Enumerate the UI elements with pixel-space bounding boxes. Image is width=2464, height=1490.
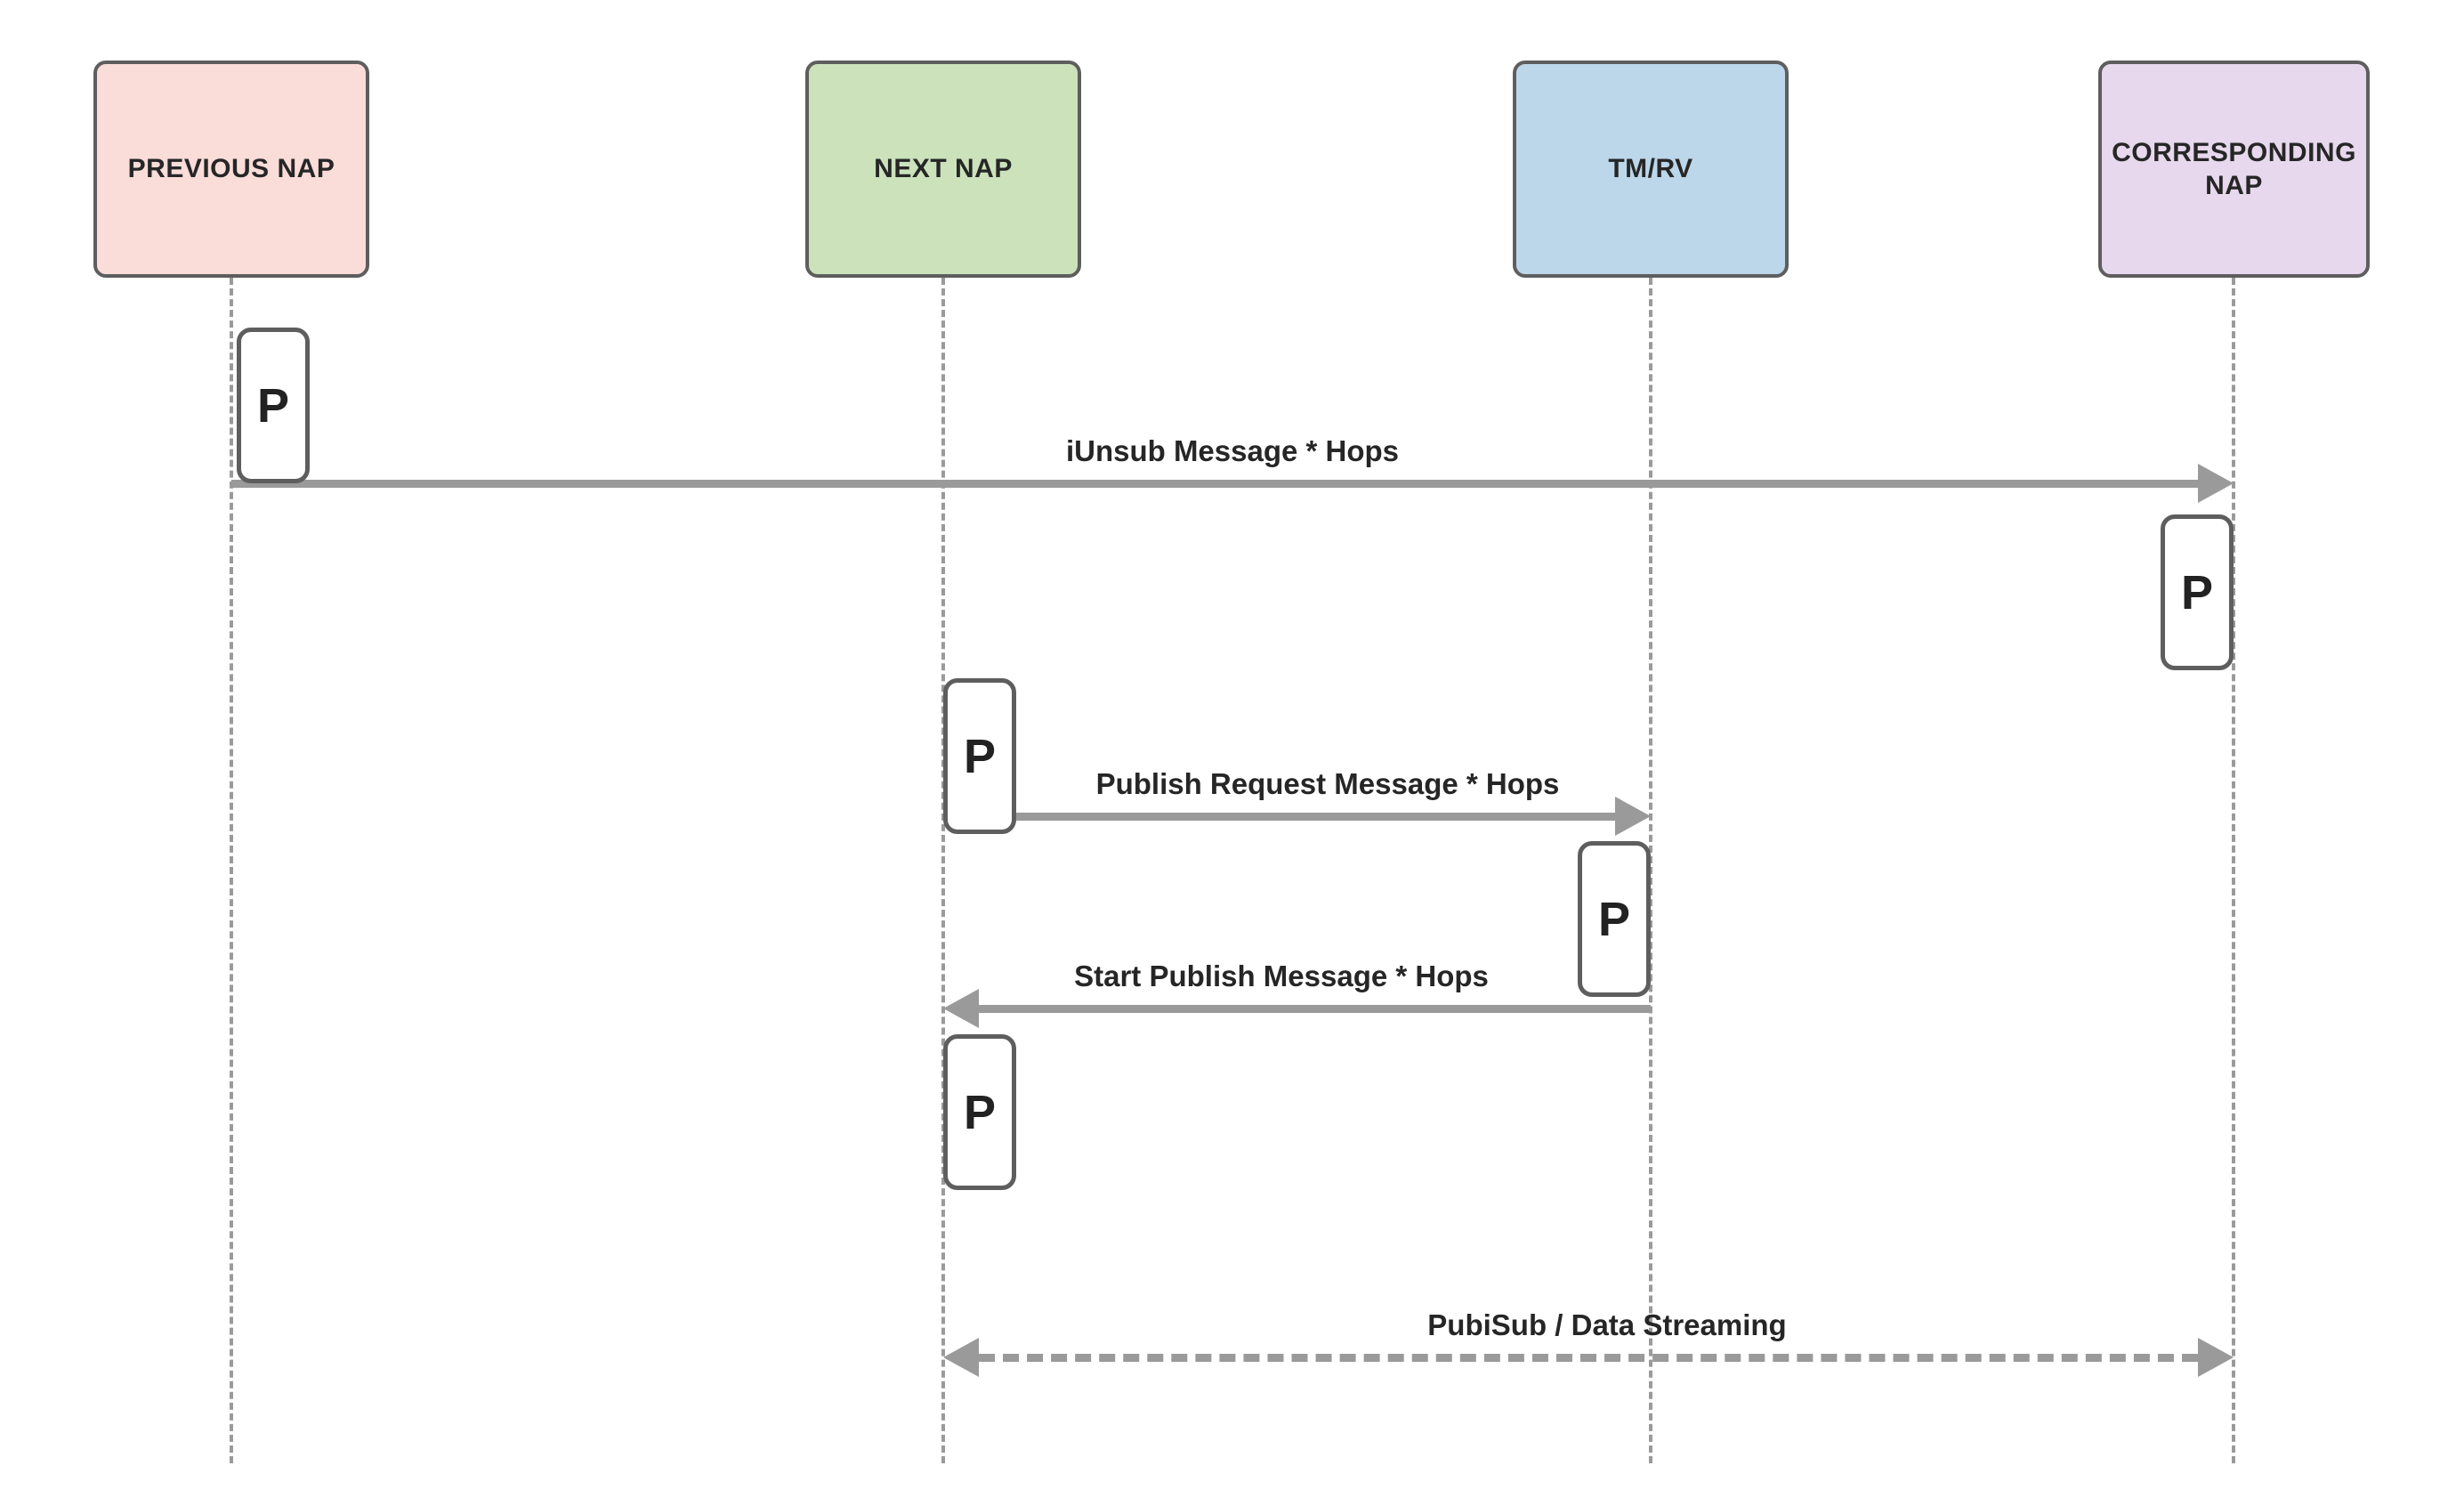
participant-box-next-nap[interactable]: NEXT NAP <box>805 61 1081 278</box>
activation-tm-rv[interactable]: P <box>1578 841 1651 997</box>
participant-box-previous-nap[interactable]: PREVIOUS NAP <box>93 61 369 278</box>
message-label-message-publish-request: Publish Request Message * Hops <box>1095 767 1560 800</box>
activation-next-nap-1[interactable]: P <box>943 678 1016 834</box>
activation-label: P <box>256 378 290 433</box>
activation-corresponding-nap[interactable]: P <box>2161 514 2234 670</box>
lifeline-corresponding-nap <box>2232 278 2235 1463</box>
arrowhead-right-message-publish-request <box>1615 797 1651 836</box>
message-line-message-pubsub-data-streaming <box>979 1354 2198 1362</box>
activation-label: P <box>963 729 997 783</box>
participant-box-tm-rv[interactable]: TM/RV <box>1513 61 1789 278</box>
activation-previous-nap[interactable]: P <box>237 328 310 483</box>
participant-box-corresponding-nap[interactable]: CORRESPONDING NAP <box>2098 61 2370 278</box>
activation-label: P <box>2180 565 2214 619</box>
activation-next-nap-2[interactable]: P <box>943 1034 1016 1190</box>
arrowhead-right-message-iunsub <box>2198 464 2234 503</box>
message-line-message-publish-request <box>943 813 1615 821</box>
arrowhead-right-message-pubsub-data-streaming <box>2198 1338 2234 1377</box>
message-label-message-iunsub: iUnsub Message * Hops <box>1065 434 1400 467</box>
arrowhead-left-message-pubsub-data-streaming <box>943 1338 979 1377</box>
participant-label-previous-nap: PREVIOUS NAP <box>127 154 335 184</box>
lifeline-tm-rv <box>1649 278 1652 1463</box>
participant-label-tm-rv: TM/RV <box>1608 154 1693 184</box>
participant-label-next-nap: NEXT NAP <box>874 154 1013 184</box>
message-label-message-start-publish: Start Publish Message * Hops <box>1074 960 1489 992</box>
message-line-message-iunsub <box>231 480 2198 488</box>
lifeline-previous-nap <box>230 278 233 1463</box>
message-line-message-start-publish <box>979 1005 1651 1013</box>
participant-label-corresponding-nap: CORRESPONDING NAP <box>2112 137 2356 201</box>
lifeline-next-nap <box>941 278 945 1463</box>
message-label-message-pubsub-data-streaming: PubiSub / Data Streaming <box>1427 1308 1787 1341</box>
arrowhead-left-message-start-publish <box>943 989 979 1028</box>
activation-label: P <box>963 1085 997 1139</box>
activation-label: P <box>1597 892 1631 946</box>
